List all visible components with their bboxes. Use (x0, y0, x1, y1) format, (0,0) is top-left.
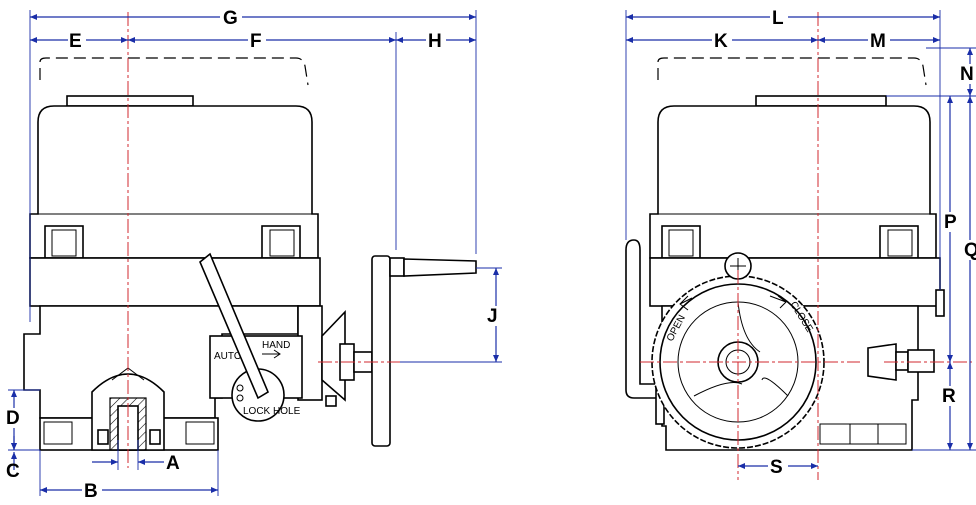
side-view: AUTO HAND LOCK HOLE G E F (4, 8, 506, 502)
hex-bolt (907, 349, 935, 373)
motor-housing-front (649, 105, 937, 259)
bolt-boss-front-left (661, 225, 701, 259)
dim-label-q: Q (964, 240, 976, 261)
dim-label-c: C (6, 461, 20, 482)
side-lever (625, 239, 661, 399)
cover-clearance-outline-front (657, 57, 927, 86)
open-arrow (679, 295, 693, 311)
hand-label: HAND (262, 340, 290, 351)
dim-label-j: J (487, 306, 498, 327)
dim-label-f: F (250, 31, 262, 52)
cover-clearance-outline (39, 57, 309, 86)
dim-label-m: M (870, 31, 886, 52)
motor-housing (29, 105, 319, 259)
front-view: OPEN CLOSE L K M N P (625, 8, 976, 480)
dim-label-b: B (84, 481, 98, 500)
dim-label-g: G (223, 8, 238, 29)
bolt-boss-left (44, 225, 84, 259)
indicator-boss (867, 343, 897, 381)
dim-label-h: H (428, 31, 442, 52)
top-cap (66, 95, 194, 107)
auto-label: AUTO (214, 351, 242, 362)
lever-handle (199, 252, 270, 400)
lock-hole-label: LOCK HOLE (243, 406, 301, 417)
handwheel-rim (371, 255, 391, 447)
dim-label-l: L (772, 8, 784, 29)
dim-label-a: A (166, 453, 180, 474)
close-arrow (769, 295, 787, 309)
dim-label-r: R (942, 386, 956, 407)
top-cap-front (755, 95, 887, 107)
dim-label-e: E (69, 31, 82, 52)
handle-grip (403, 258, 477, 277)
dim-label-k: K (714, 31, 728, 52)
dim-label-d: D (6, 408, 20, 429)
flange-band (29, 257, 321, 307)
dim-label-n: N (960, 64, 974, 85)
handwheel-spokes (693, 301, 789, 397)
dim-label-p: P (944, 212, 957, 233)
handle-collar (389, 257, 405, 277)
dim-label-s: S (770, 457, 783, 478)
